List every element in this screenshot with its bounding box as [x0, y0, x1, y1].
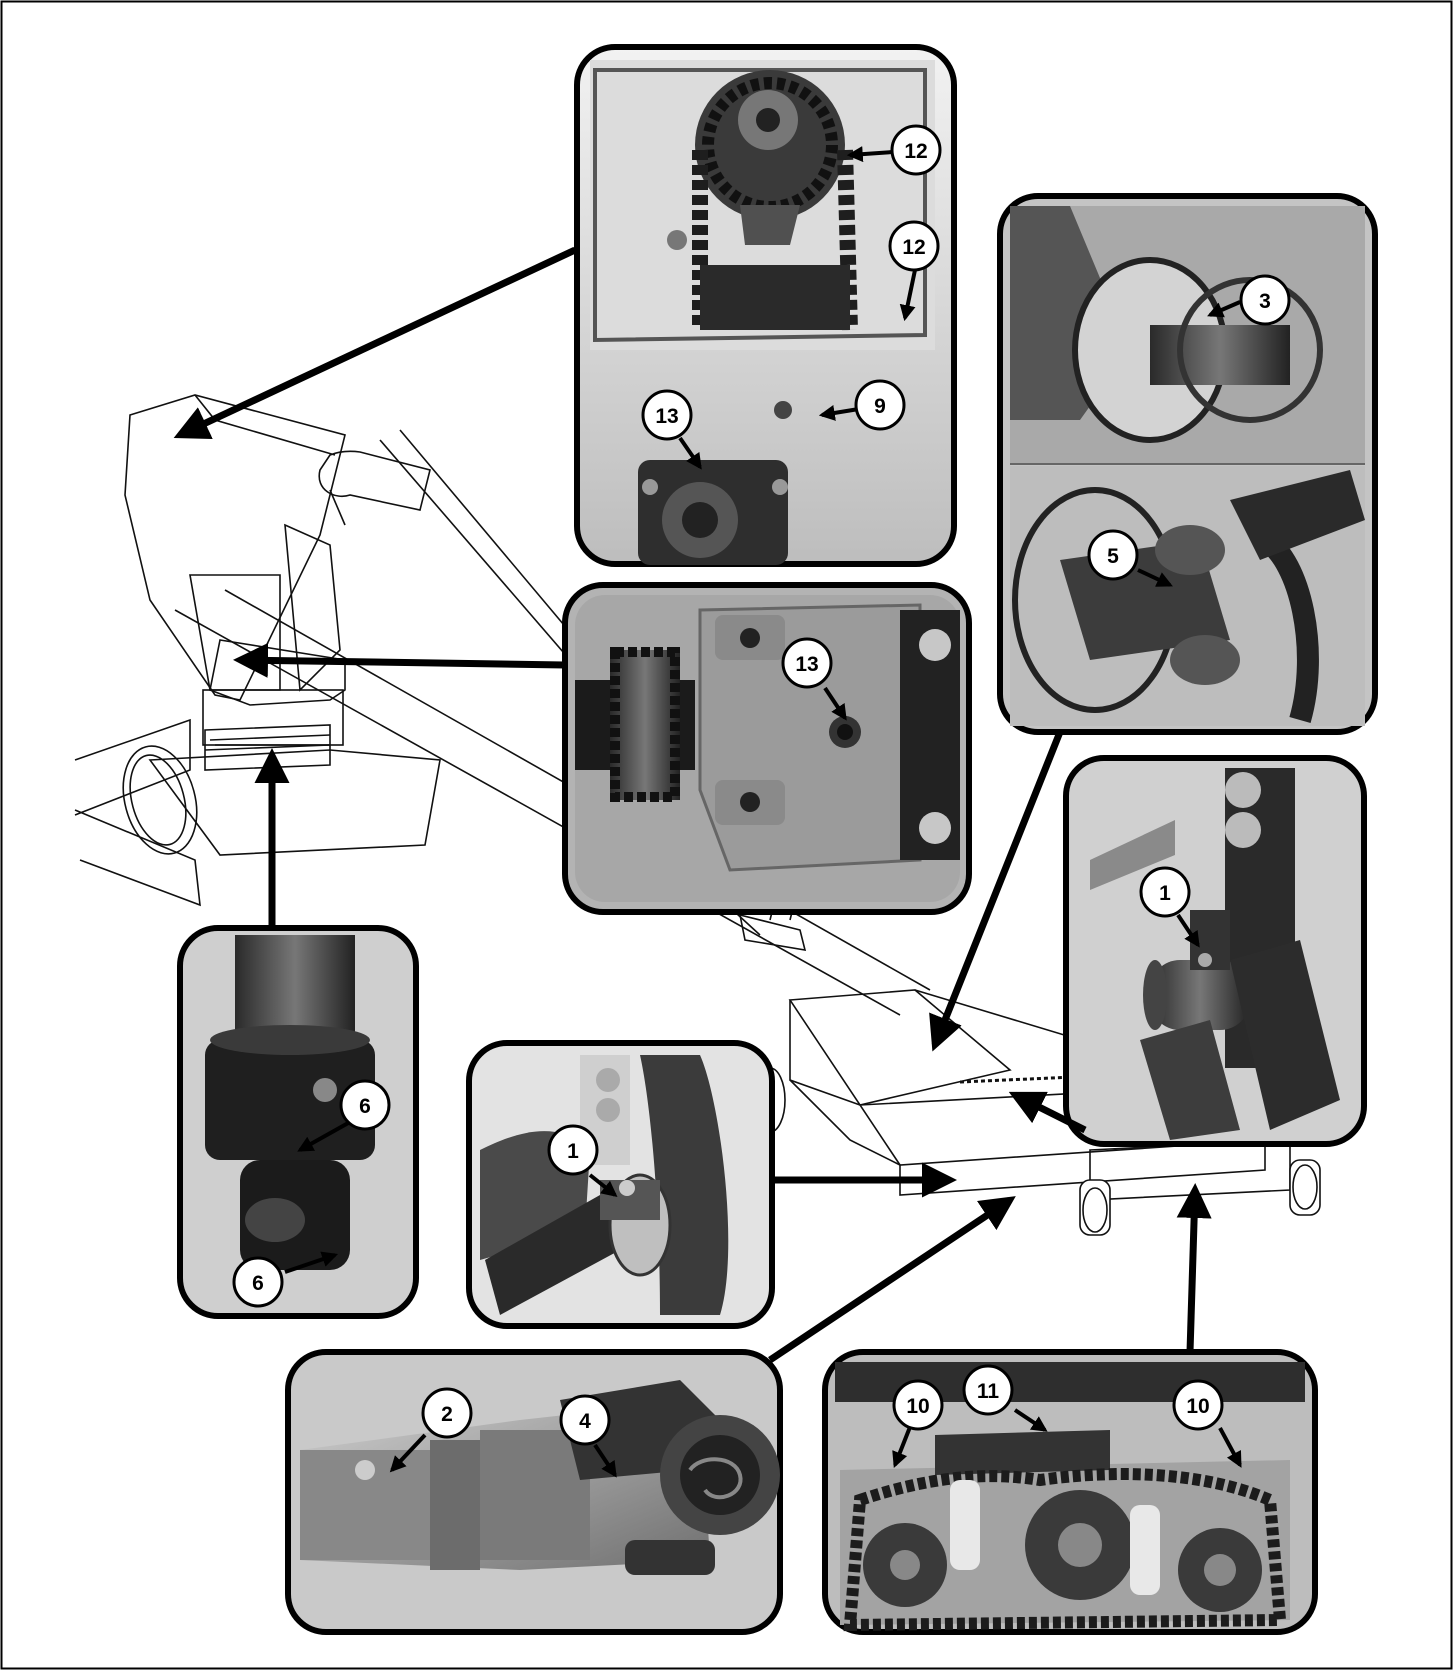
callout-11: 11 [964, 1366, 1012, 1414]
callout-12-a: 12 [892, 126, 940, 174]
panel-driveshaft [288, 1352, 780, 1632]
svg-text:9: 9 [874, 395, 886, 418]
callout-1-b: 1 [549, 1126, 597, 1174]
svg-text:13: 13 [655, 405, 678, 428]
callout-6-a: 6 [341, 1081, 389, 1129]
svg-text:6: 6 [359, 1095, 371, 1118]
svg-text:12: 12 [904, 140, 927, 163]
panel-gearbox [565, 585, 969, 912]
panel-top-sprocket [577, 47, 954, 565]
panel-bearing-right [1066, 758, 1364, 1144]
callout-12-b: 12 [890, 222, 938, 270]
svg-text:2: 2 [441, 1403, 453, 1426]
svg-text:10: 10 [1186, 1395, 1209, 1418]
svg-text:13: 13 [795, 653, 818, 676]
callout-1-a: 1 [1141, 868, 1189, 916]
callout-4: 4 [561, 1396, 609, 1444]
callout-13-b: 13 [783, 639, 831, 687]
svg-text:1: 1 [567, 1140, 579, 1163]
svg-text:3: 3 [1259, 290, 1271, 313]
callout-9: 9 [856, 381, 904, 429]
callout-5: 5 [1089, 531, 1137, 579]
svg-text:6: 6 [252, 1272, 264, 1295]
svg-text:12: 12 [902, 236, 925, 259]
callout-10-a: 10 [894, 1381, 942, 1429]
callout-2: 2 [423, 1389, 471, 1437]
callout-6-b: 6 [234, 1258, 282, 1306]
panel-bearing-center [469, 1043, 772, 1326]
svg-text:5: 5 [1107, 545, 1119, 568]
callout-13-a: 13 [643, 391, 691, 439]
panel-driveline-3-5 [1000, 196, 1375, 732]
svg-text:11: 11 [977, 1380, 1000, 1403]
callout-3: 3 [1241, 276, 1289, 324]
svg-text:1: 1 [1159, 882, 1171, 905]
svg-text:4: 4 [579, 1410, 591, 1433]
svg-text:10: 10 [906, 1395, 929, 1418]
callout-10-b: 10 [1174, 1381, 1222, 1429]
